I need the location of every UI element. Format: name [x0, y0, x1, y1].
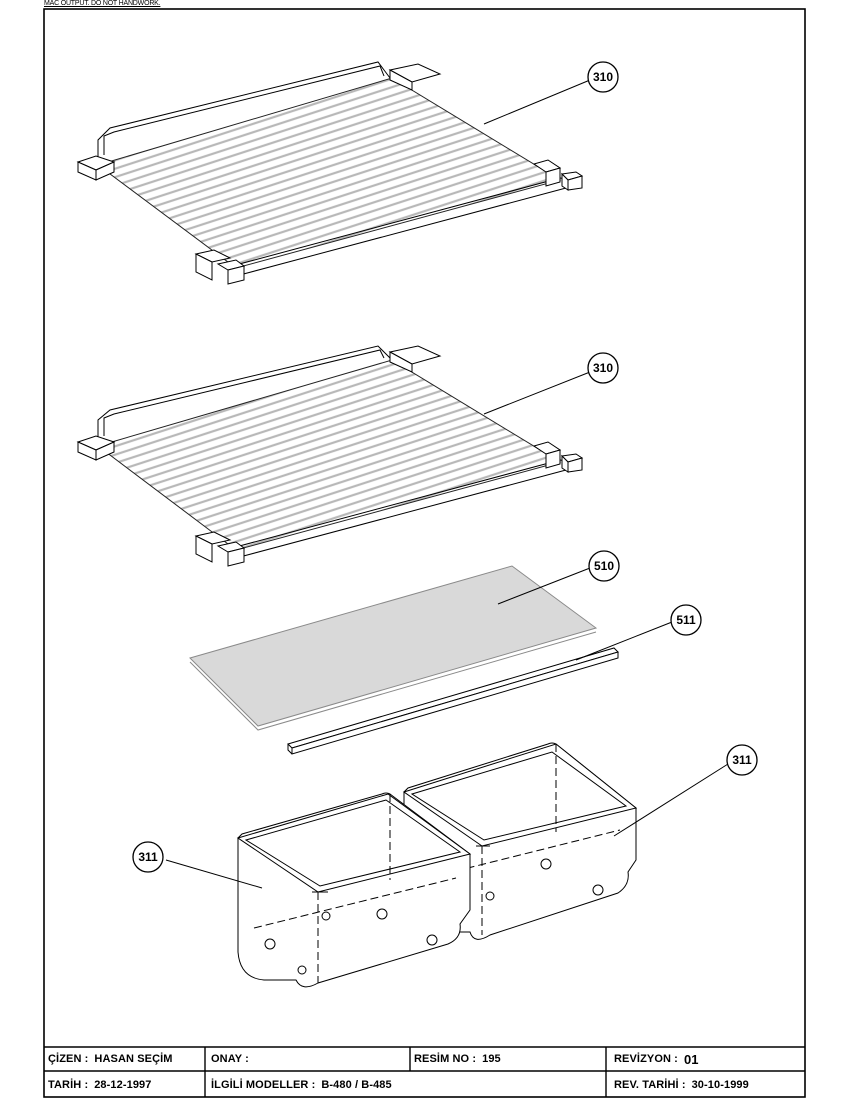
front-profile-strip	[287, 647, 619, 755]
drawn-by-value: HASAN SEÇİM	[94, 1053, 173, 1065]
leader-line	[483, 371, 591, 415]
revision-cell: REVİZYON : 01	[614, 1047, 699, 1071]
title-block-grid	[44, 1046, 805, 1097]
date-value: 28-12-1997	[94, 1078, 152, 1091]
drawing-no-cell: RESİM NO : 195	[414, 1047, 501, 1071]
callout-circle	[726, 744, 758, 776]
callout-circle	[587, 61, 619, 93]
date-cell: TARİH : 28-12-1997	[48, 1072, 152, 1097]
callout-510: 510	[594, 559, 614, 573]
crisper-box-left	[236, 792, 472, 988]
rev-date-cell: REV. TARİHİ : 30-10-1999	[614, 1072, 749, 1097]
models-label: İLGİLİ MODELLER :	[211, 1078, 316, 1091]
rev-date-label: REV. TARİHİ :	[614, 1078, 686, 1091]
rev-date-value: 30-10-1999	[691, 1078, 749, 1091]
wire-shelf-upper	[76, 61, 584, 285]
callout-circle	[587, 352, 619, 384]
title-block: ÇİZEN : HASAN SEÇİM ONAY : RESİM NO : 19…	[44, 1047, 805, 1097]
output-note: MAC OUTPUT. DO NOT HANDWORK.	[44, 0, 161, 7]
crisper-box-right	[402, 742, 638, 940]
callout-311-left: 311	[138, 850, 158, 864]
leader-line	[165, 859, 263, 889]
drawing-no-value: 195	[482, 1053, 501, 1065]
callout-310-b: 310	[593, 361, 613, 375]
leader-line	[483, 79, 591, 125]
glass-panel	[189, 565, 598, 731]
callout-310-a: 310	[593, 70, 613, 84]
drawing-no-label: RESİM NO :	[414, 1053, 477, 1065]
wire-shelf-lower	[76, 345, 584, 567]
drawn-by-cell: ÇİZEN : HASAN SEÇİM	[48, 1047, 173, 1071]
leader-line	[575, 621, 673, 661]
revision-value: 01	[683, 1051, 699, 1067]
callout-circle	[588, 550, 620, 582]
callout-311-right: 311	[732, 753, 752, 767]
approval-cell: ONAY :	[211, 1047, 255, 1071]
callout-circle	[132, 841, 164, 873]
drawn-by-label: ÇİZEN :	[48, 1053, 89, 1065]
revision-label: REVİZYON :	[614, 1053, 678, 1065]
date-label: TARİH :	[48, 1078, 89, 1091]
approval-label: ONAY :	[211, 1053, 249, 1065]
callout-511: 511	[676, 613, 696, 627]
callout-circle	[670, 604, 702, 636]
drawing-border	[43, 8, 806, 1098]
models-cell: İLGİLİ MODELLER : B-480 / B-485	[211, 1072, 392, 1097]
leader-line	[613, 763, 729, 837]
leader-line	[497, 567, 591, 605]
models-value: B-480 / B-485	[321, 1078, 392, 1091]
